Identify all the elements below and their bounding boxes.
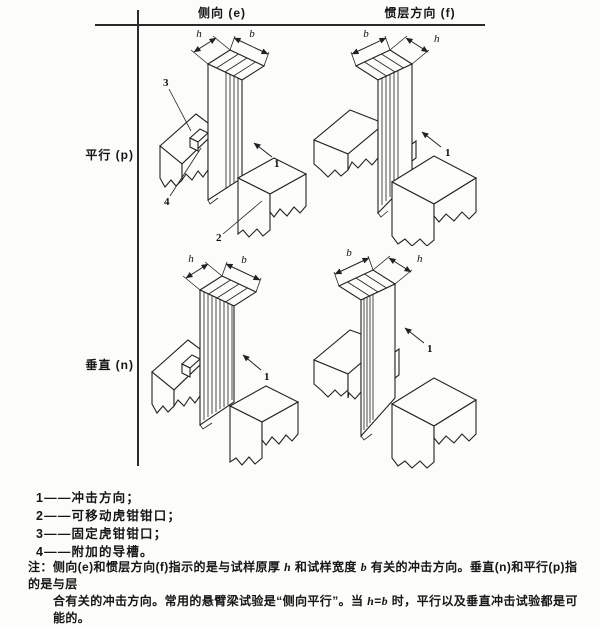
legend-item-impact-direction: 1——冲击方向； xyxy=(36,491,141,505)
guide-groove xyxy=(394,347,400,380)
note-line-1: 注：侧向(e)和惯层方向(f)指示的是与试样原厚 h 和试样宽度 b 有关的冲击… xyxy=(28,560,578,591)
row-label-normal: 垂直 (n) xyxy=(85,358,134,372)
dim-label-b: b xyxy=(241,254,247,266)
impact-arrow: 1 xyxy=(421,131,451,159)
impact-arrow: 1 xyxy=(253,142,280,170)
dimension-h: h xyxy=(372,253,423,285)
svg-text:3: 3 xyxy=(163,77,169,89)
dimension-h: h xyxy=(190,28,231,65)
legend-item-movable-jaw: 2——可移动虎钳钳口； xyxy=(36,509,182,523)
dim-label-b: b xyxy=(363,28,369,40)
callout-2: 2 xyxy=(216,200,263,244)
column-header-flatwise: 惯层方向 (f) xyxy=(384,6,456,20)
dimension-b: b xyxy=(229,28,270,67)
movable-vise-jaw xyxy=(390,155,478,246)
note-label: 注： xyxy=(28,560,53,574)
guide-groove xyxy=(189,128,209,152)
callout-1: 1 xyxy=(445,147,451,159)
fixed-vise-jaw xyxy=(312,329,362,400)
svg-text:4: 4 xyxy=(164,196,170,208)
column-header-edgewise: 侧向 (e) xyxy=(197,6,247,20)
specimen xyxy=(337,269,400,441)
dimension-b: b xyxy=(221,254,262,293)
row-label-parallel: 平行 (p) xyxy=(85,148,134,162)
legend-item-fixed-jaw: 3——固定虎钳钳口； xyxy=(36,527,168,541)
fixed-vise-jaw xyxy=(312,109,379,178)
movable-vise-jaw xyxy=(236,157,308,238)
fixed-vise-jaw xyxy=(159,113,209,188)
header-divider-line xyxy=(95,24,485,26)
diagram-edgewise-normal: h b 1 xyxy=(151,253,300,466)
dim-label-h: h xyxy=(196,28,202,40)
diagram-flatwise-normal: b h 1 xyxy=(312,247,478,469)
figure-page: 侧向 (e) 惯层方向 (f) 平行 (p) 垂直 (n) xyxy=(28,6,577,625)
specimen xyxy=(198,275,258,430)
diagram-edgewise-parallel: h b 3 4 2 1 xyxy=(159,28,308,244)
figure-note: 注：侧向(e)和惯层方向(f)指示的是与试样原厚 h 和试样宽度 b 有关的冲击… xyxy=(28,559,578,627)
callout-3: 3 xyxy=(163,77,192,132)
movable-vise-jaw xyxy=(390,377,478,469)
fixed-vise-jaw xyxy=(151,339,201,414)
legend-item-additional-groove: 4——附加的导槽。 xyxy=(36,545,154,559)
dim-label-b: b xyxy=(249,28,255,40)
dim-label-h: h xyxy=(417,253,423,265)
impact-arrow: 1 xyxy=(404,327,433,355)
dimension-h: h xyxy=(389,33,440,65)
guide-groove xyxy=(181,354,201,378)
callout-4: 4 xyxy=(164,147,202,208)
note-line-2: 合有关的冲击方向。常用的悬臂梁试验是“侧向平行”。当 h=b 时，平行以及垂直冲… xyxy=(53,594,578,625)
symbol-b: b xyxy=(360,560,367,574)
callout-1: 1 xyxy=(427,343,433,355)
callout-1: 1 xyxy=(274,158,280,170)
diagram-flatwise-parallel: b h 1 xyxy=(312,28,478,246)
callout-1: 1 xyxy=(264,371,270,383)
dim-label-h: h xyxy=(188,253,194,265)
dim-label-b: b xyxy=(346,247,352,259)
movable-vise-jaw xyxy=(228,385,300,466)
guide-groove xyxy=(411,139,417,163)
row-divider-line xyxy=(137,10,139,466)
svg-text:2: 2 xyxy=(216,232,222,244)
dimension-b: b xyxy=(333,247,374,287)
dimension-h: h xyxy=(182,253,223,291)
specimen xyxy=(206,49,266,205)
symbol-h: h xyxy=(284,560,292,574)
dimension-b: b xyxy=(350,28,391,67)
impact-arrow: 1 xyxy=(242,354,270,383)
dim-label-h: h xyxy=(434,33,440,45)
legend: 1——冲击方向； 2——可移动虎钳钳口； 3——固定虎钳钳口； 4——附加的导槽… xyxy=(36,489,181,561)
